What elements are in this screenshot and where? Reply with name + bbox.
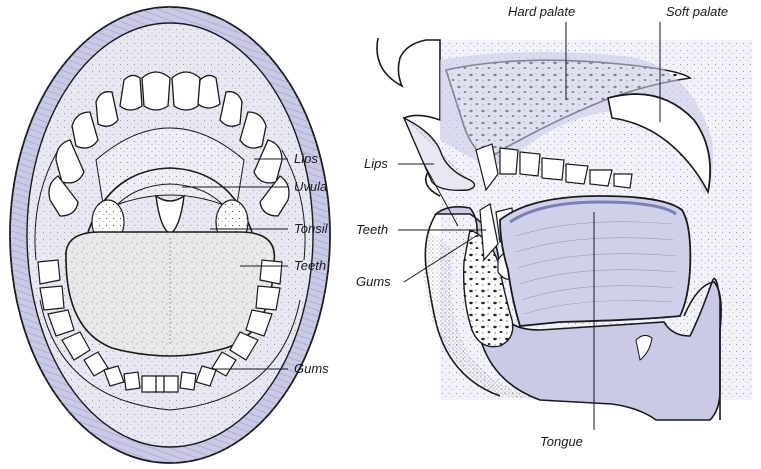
side-label-hard-palate: Hard palate xyxy=(508,4,575,19)
front-label-teeth: Teeth xyxy=(294,258,326,273)
side-label-gums: Gums xyxy=(356,274,391,289)
front-label-uvula: Uvula xyxy=(294,179,327,194)
side-label-tongue: Tongue xyxy=(540,434,583,449)
front-label-lips: Lips xyxy=(294,151,318,166)
side-view: Hard palate Soft palate Lips Teeth Gums … xyxy=(356,4,752,449)
side-label-soft-palate: Soft palate xyxy=(666,4,728,19)
side-tongue xyxy=(500,196,690,326)
side-label-teeth: Teeth xyxy=(356,222,388,237)
front-label-tonsil: Tonsil xyxy=(294,221,329,236)
front-view: Lips Uvula Tonsil Teeth Gums xyxy=(10,7,330,463)
front-label-gums: Gums xyxy=(294,361,329,376)
side-label-lips: Lips xyxy=(364,156,388,171)
